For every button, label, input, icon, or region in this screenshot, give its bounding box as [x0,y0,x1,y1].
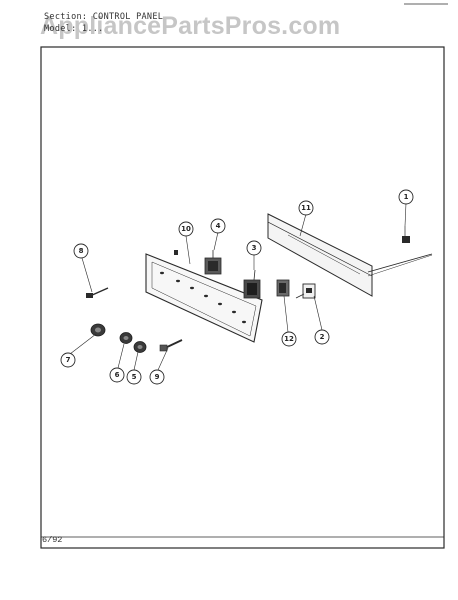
svg-text:10: 10 [181,225,191,233]
diagram-frame [40,46,445,549]
leader-lines [69,202,407,371]
part-4-rotary-switch [204,250,222,275]
svg-text:12: 12 [284,335,294,343]
revision-date: 6/92 [42,535,63,545]
model-label: Model: 1... [44,24,104,34]
callout-11: 11 [298,200,314,216]
svg-text:4: 4 [216,222,221,230]
watermark: AppliancePartsPros.com [40,12,341,40]
part-8-screw [86,287,109,298]
callout-12: 12 [281,331,297,347]
svg-text:6: 6 [115,371,120,379]
callout-3: 3 [246,240,262,256]
callout-10: 10 [178,221,194,237]
svg-text:2: 2 [320,333,325,341]
section-title: Section: CONTROL PANEL [44,12,164,22]
callout-8: 8 [73,243,89,259]
callout-9: 9 [149,369,165,385]
svg-text:8: 8 [79,247,84,255]
svg-text:9: 9 [155,373,160,381]
part-3-infinite-switch [243,269,261,299]
part-5-knob [133,341,147,353]
callout-circles: 1 2 3 4 5 6 7 8 9 10 11 12 [60,189,414,385]
part-6-knob [119,332,133,344]
part-12-rocker-switch [276,279,290,297]
svg-text:3: 3 [252,244,257,252]
part-9-indicator-light [159,339,183,352]
callout-6: 6 [109,367,125,383]
callout-7: 7 [60,352,76,368]
part-2-switch [295,283,316,299]
callout-5: 5 [126,369,142,385]
svg-text:7: 7 [66,356,71,364]
svg-text:1: 1 [404,193,409,201]
svg-text:5: 5 [132,373,137,381]
part-7-knob [90,323,106,337]
part-11-rear-bracket [267,213,433,297]
part-10-control-panel [145,250,263,343]
callout-1: 1 [398,189,414,205]
part-1-clip [402,226,410,243]
callout-2: 2 [314,329,330,345]
svg-text:11: 11 [301,204,311,212]
callout-4: 4 [210,218,226,234]
